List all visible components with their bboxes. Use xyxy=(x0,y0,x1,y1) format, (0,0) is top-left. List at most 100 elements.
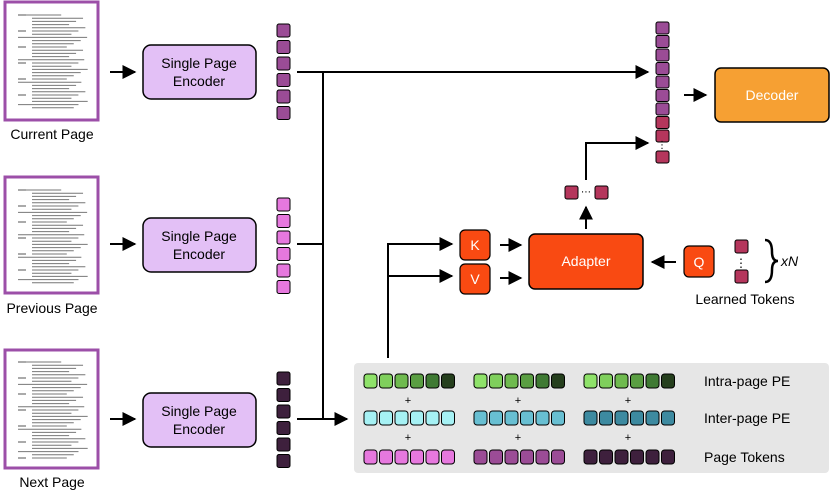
decoder-input-token xyxy=(655,35,670,48)
pe-token xyxy=(520,373,534,389)
pe-token xyxy=(583,410,598,426)
page-token xyxy=(276,89,291,104)
plus-sign: + xyxy=(625,432,631,444)
page-token xyxy=(276,56,291,71)
v-label: V xyxy=(470,271,480,287)
pe-token xyxy=(379,449,393,465)
pe-token xyxy=(614,373,629,389)
pe-token xyxy=(504,449,519,465)
pe-token xyxy=(473,410,488,426)
pe-token xyxy=(473,449,488,465)
page-thumbnail-next xyxy=(3,348,100,470)
pe-token xyxy=(379,410,393,426)
page-thumbnail-current xyxy=(3,0,100,122)
page-frame-current xyxy=(3,0,100,122)
pe-token xyxy=(551,449,565,465)
k-box xyxy=(459,229,491,261)
page-thumbnail-previous xyxy=(3,175,100,295)
page-token xyxy=(276,230,291,245)
decoder-input-token xyxy=(655,21,670,35)
decoder-input-token xyxy=(655,116,670,129)
arrow-output-to-decoder-input xyxy=(585,136,650,180)
pe-token xyxy=(441,373,455,389)
pe-row-label: Page Tokens xyxy=(704,449,785,465)
document-text-lines xyxy=(18,361,88,459)
pe-token xyxy=(425,410,440,426)
page-token xyxy=(276,280,291,294)
adapter-block: Adapter xyxy=(528,233,644,290)
pe-token xyxy=(551,373,565,389)
encoder-box xyxy=(142,217,257,273)
q-label: Q xyxy=(694,254,705,270)
pe-token xyxy=(394,373,409,389)
decoder-input-token xyxy=(655,102,670,116)
decoder-input-token xyxy=(655,75,670,89)
learned-token-vellipsis: ⋮ xyxy=(735,256,747,270)
plus-sign: + xyxy=(515,432,521,444)
page-token xyxy=(276,404,291,419)
learned-token xyxy=(734,239,749,254)
single-page-encoder-current: Single Page Encoder xyxy=(142,44,257,100)
page-label-next: Next Page xyxy=(19,474,85,490)
pe-token xyxy=(645,373,660,389)
learned-tokens: ⋮ xN Learned Tokens xyxy=(695,238,799,307)
decoder-input-vellipsis: ⋮ xyxy=(657,140,667,151)
single-page-encoder-previous: Single Page Encoder xyxy=(142,217,257,273)
encoder-label-line2: Encoder xyxy=(173,421,225,437)
pe-token xyxy=(394,410,409,426)
plus-sign: + xyxy=(515,395,521,407)
pe-token xyxy=(614,410,629,426)
token-column-next xyxy=(276,371,291,468)
pe-token xyxy=(661,410,675,426)
pe-token xyxy=(520,410,534,426)
page-token xyxy=(276,437,291,452)
key-box: K xyxy=(459,229,491,261)
k-label: K xyxy=(470,237,480,253)
decoder-input-token xyxy=(655,48,670,62)
pe-token xyxy=(583,373,598,389)
decoder-box xyxy=(714,67,830,123)
pe-token xyxy=(410,373,424,389)
pe-token xyxy=(504,410,519,426)
encoder-label-line2: Encoder xyxy=(173,246,225,262)
output-token xyxy=(564,185,579,200)
plus-sign: + xyxy=(405,395,411,407)
brace xyxy=(764,238,779,284)
pe-token xyxy=(410,449,424,465)
encoder-label-line1: Single Page xyxy=(161,55,237,71)
page-label-previous: Previous Page xyxy=(6,300,97,316)
decoder-block: Decoder xyxy=(714,67,830,123)
decoder-label: Decoder xyxy=(746,87,799,103)
decoder-input-tokens: ⋮ xyxy=(655,21,670,164)
pe-row-label: Inter-page PE xyxy=(704,410,790,426)
decoder-input-token xyxy=(655,129,670,143)
pe-token xyxy=(661,449,675,465)
pe-token xyxy=(520,449,534,465)
pe-token xyxy=(441,410,455,426)
token-column-previous xyxy=(276,197,291,294)
pe-token xyxy=(410,410,424,426)
pe-token xyxy=(504,373,519,389)
page-token xyxy=(276,197,291,212)
pe-token xyxy=(425,373,440,389)
page-token xyxy=(276,40,291,54)
pe-token xyxy=(645,449,660,465)
pe-token xyxy=(614,449,629,465)
page-token xyxy=(276,388,291,402)
output-token-ellipsis: ⋯ xyxy=(581,187,591,198)
token-column-current xyxy=(276,23,291,120)
pe-token xyxy=(489,373,503,389)
pe-row-label: Intra-page PE xyxy=(704,373,790,389)
adapter-output-tokens: ⋯ xyxy=(564,185,609,200)
pe-token xyxy=(599,410,613,426)
page-token xyxy=(276,263,291,278)
page-token xyxy=(276,247,291,261)
query-box: Q xyxy=(683,245,715,278)
pe-token xyxy=(630,449,644,465)
document-text-lines xyxy=(18,189,88,284)
learned-tokens-label: Learned Tokens xyxy=(695,291,794,307)
pe-token xyxy=(489,410,503,426)
learned-token xyxy=(734,269,749,284)
